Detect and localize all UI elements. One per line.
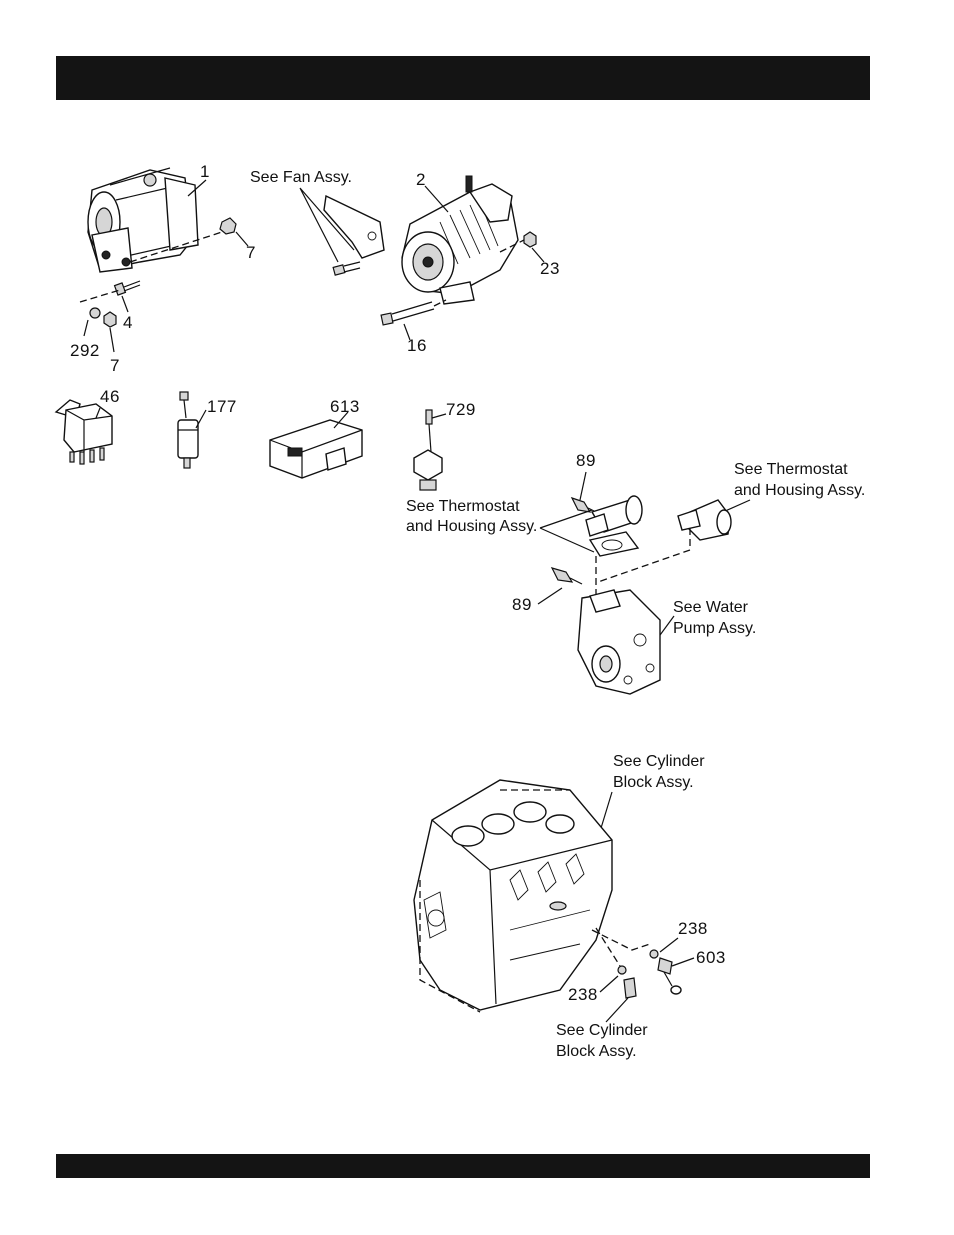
leader-89-upper	[580, 472, 586, 500]
sensor-729	[414, 410, 442, 490]
see-cylinder-bottom-2: Block Assy.	[556, 1043, 637, 1060]
washer-238-left	[618, 966, 626, 974]
callout-89-lower: 89	[512, 595, 532, 614]
callout-613: 613	[330, 397, 360, 416]
dash-block-plug	[596, 928, 620, 966]
callout-292: 292	[70, 341, 100, 360]
leader-89-lower	[538, 588, 562, 604]
callout-16: 16	[407, 336, 427, 355]
see-water-pump-1: See Water	[673, 599, 749, 616]
leader-2	[425, 186, 448, 212]
callout-238-right: 238	[678, 919, 708, 938]
nut-23	[524, 232, 536, 247]
temp-sensor-89-upper	[572, 498, 596, 512]
bolt-16	[381, 302, 434, 325]
leader-729	[432, 414, 446, 418]
dash-block-washer	[592, 930, 650, 950]
callout-7-lower: 7	[110, 356, 120, 375]
see-thermostat-left-2: and Housing Assy.	[406, 518, 537, 535]
washer-292	[90, 308, 100, 318]
leader-238-right	[660, 938, 678, 952]
see-cylinder-top-1: See Cylinder	[613, 753, 705, 770]
starter-motor	[88, 168, 198, 272]
leader-7b	[110, 328, 114, 352]
see-thermostat-right-1: See Thermostat	[734, 461, 848, 478]
see-water-pump-2: Pump Assy.	[673, 620, 756, 637]
leader-4	[122, 296, 128, 312]
washer-238-right	[650, 950, 658, 958]
callout-7-upper: 7	[246, 243, 256, 262]
bolt-4	[115, 281, 140, 295]
controller-613	[270, 420, 362, 478]
leader-603	[672, 958, 694, 966]
water-pump	[578, 590, 660, 694]
callout-2: 2	[416, 170, 426, 189]
nut-7-upper	[220, 218, 236, 234]
callout-1: 1	[200, 162, 210, 181]
callout-46: 46	[100, 387, 120, 406]
fan-bracket	[324, 196, 384, 258]
leader-292	[84, 320, 88, 336]
thermostat-housing-left	[586, 496, 642, 536]
leader-177	[196, 410, 206, 428]
see-cylinder-top-2: Block Assy.	[613, 774, 694, 791]
see-thermostat-right-2: and Housing Assy.	[734, 482, 865, 499]
gasket	[590, 532, 638, 556]
see-thermostat-left-1: See Thermostat	[406, 498, 520, 515]
bracket-bolt	[333, 262, 360, 275]
relay-46	[56, 400, 112, 464]
drain-plug	[624, 978, 636, 998]
callout-603: 603	[696, 948, 726, 967]
dash-bolt-washer	[80, 290, 120, 302]
leader-cylinder-bottom	[606, 998, 628, 1022]
callout-89-upper: 89	[576, 451, 596, 470]
callout-177: 177	[207, 397, 237, 416]
see-fan-assy-note: See Fan Assy.	[250, 169, 352, 186]
leader-thermostat-left	[540, 510, 594, 552]
callout-729: 729	[446, 400, 476, 419]
fuel-pump-177	[178, 392, 198, 468]
alternator	[402, 176, 518, 304]
callout-23: 23	[540, 259, 560, 278]
cylinder-block	[414, 780, 612, 1012]
temp-sensor-89-lower	[552, 568, 582, 584]
nut-7-lower	[104, 312, 116, 327]
see-cylinder-bottom-1: See Cylinder	[556, 1022, 648, 1039]
thermostat-housing-right	[678, 500, 731, 540]
callout-238-left: 238	[568, 985, 598, 1004]
callout-4: 4	[123, 313, 133, 332]
leader-238-left	[600, 976, 618, 992]
